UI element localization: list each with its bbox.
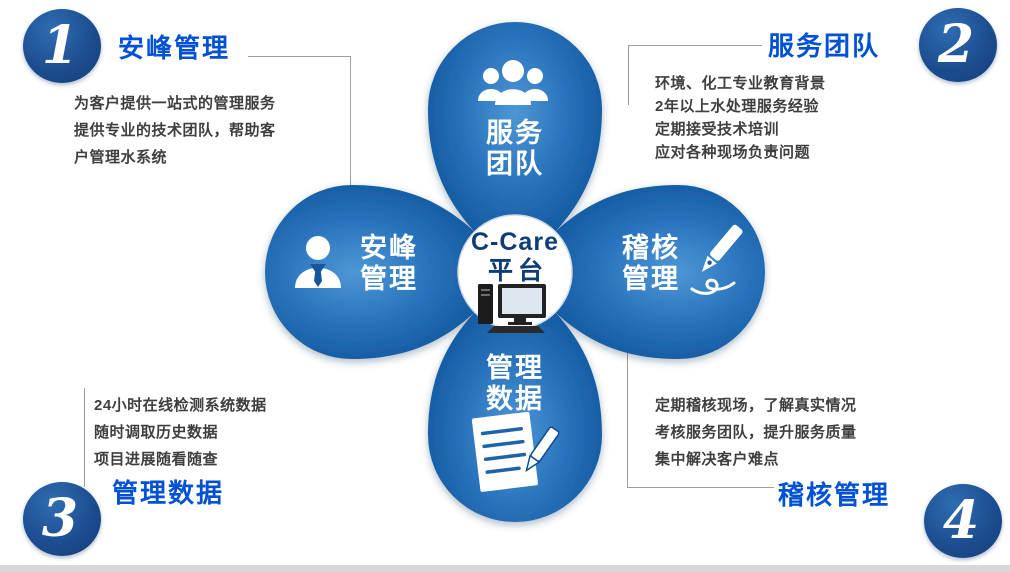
text-line: 应对各种现场负责问题	[655, 144, 811, 161]
text-block-top-left: 为客户提供一站式的管理服务 提供专业的技术团队，帮助客 户管理水系统	[74, 90, 276, 171]
connector-top-left-vertical	[350, 56, 351, 191]
text-line: 户管理水系统	[74, 149, 168, 166]
number-badge-1: 1	[23, 9, 101, 83]
number-1-label: 1	[41, 15, 79, 76]
heading-service-team: 服务团队	[768, 31, 881, 61]
text-line: 提供专业的技术团队，帮助客	[74, 122, 276, 139]
text-line: 定期接受技术培训	[655, 121, 780, 138]
number-4-label: 4	[942, 490, 980, 551]
text-line: 定期稽核现场，了解真实情况	[655, 397, 857, 414]
text-line: 2年以上水处理服务经验	[655, 98, 819, 115]
heading-management-data: 管理数据	[112, 478, 225, 508]
petal-right-label-line2: 管理	[622, 264, 680, 294]
petal-right-label-line1: 稽核	[622, 232, 680, 263]
businessman-icon	[295, 236, 341, 288]
connector-top-left-horizontal	[248, 56, 351, 57]
petal-top-label-line2: 团队	[486, 149, 544, 179]
text-line: 考核服务团队，提升服务质量	[655, 424, 857, 441]
heading-anfeng-management: 安峰管理	[118, 33, 231, 63]
number-badge-3: 3	[23, 482, 101, 556]
document-pen-icon	[471, 411, 560, 492]
petal-audit-management	[515, 185, 765, 359]
connector-bottom-right-horizontal	[627, 487, 774, 488]
text-line: 项目进展随看随查	[94, 451, 219, 468]
desktop-computer-icon	[478, 284, 546, 333]
number-2-label: 2	[937, 14, 975, 75]
text-block-bottom-right: 定期稽核现场，了解真实情况 考核服务团队，提升服务质量 集中解决客户难点	[655, 392, 857, 473]
center-title: C-Care	[471, 228, 559, 256]
number-badge-2: 2	[919, 8, 997, 82]
petal-anfeng-management	[265, 185, 515, 359]
text-line: 随时调取历史数据	[94, 424, 219, 441]
number-badge-4: 4	[924, 484, 1002, 558]
petal-left-label-line2: 管理	[360, 264, 418, 294]
connector-bottom-right-vertical	[627, 342, 628, 488]
footer-divider-bar	[0, 565, 1010, 572]
number-3-label: 3	[41, 488, 79, 549]
petal-bottom-label-line2: 数据	[486, 384, 544, 414]
petal-bottom-label-line1: 管理	[486, 353, 544, 383]
heading-audit-management: 稽核管理	[778, 480, 891, 510]
petal-management-data	[428, 272, 602, 522]
connector-top-right-horizontal	[628, 45, 762, 46]
petal-top-label-line1: 服务	[486, 118, 544, 148]
center-subtitle: 平台	[488, 256, 548, 285]
fountain-pen-icon	[690, 224, 743, 295]
connector-bottom-left-vertical	[84, 388, 85, 487]
petal-service-team	[428, 22, 602, 272]
text-line: 环境、化工专业教育背景	[655, 75, 826, 92]
text-block-bottom-left: 24小时在线检测系统数据 随时调取历史数据 项目进展随看随查	[94, 392, 267, 473]
text-line: 24小时在线检测系统数据	[94, 397, 267, 414]
text-block-top-right: 环境、化工专业教育背景 2年以上水处理服务经验 定期接受技术培训 应对各种现场负…	[655, 72, 826, 164]
text-line: 集中解决客户难点	[655, 451, 780, 468]
connector-top-right-vertical	[628, 45, 629, 105]
team-people-icon	[478, 60, 548, 105]
petal-left-label-line1: 安峰	[360, 233, 418, 263]
text-line: 为客户提供一站式的管理服务	[74, 95, 276, 112]
